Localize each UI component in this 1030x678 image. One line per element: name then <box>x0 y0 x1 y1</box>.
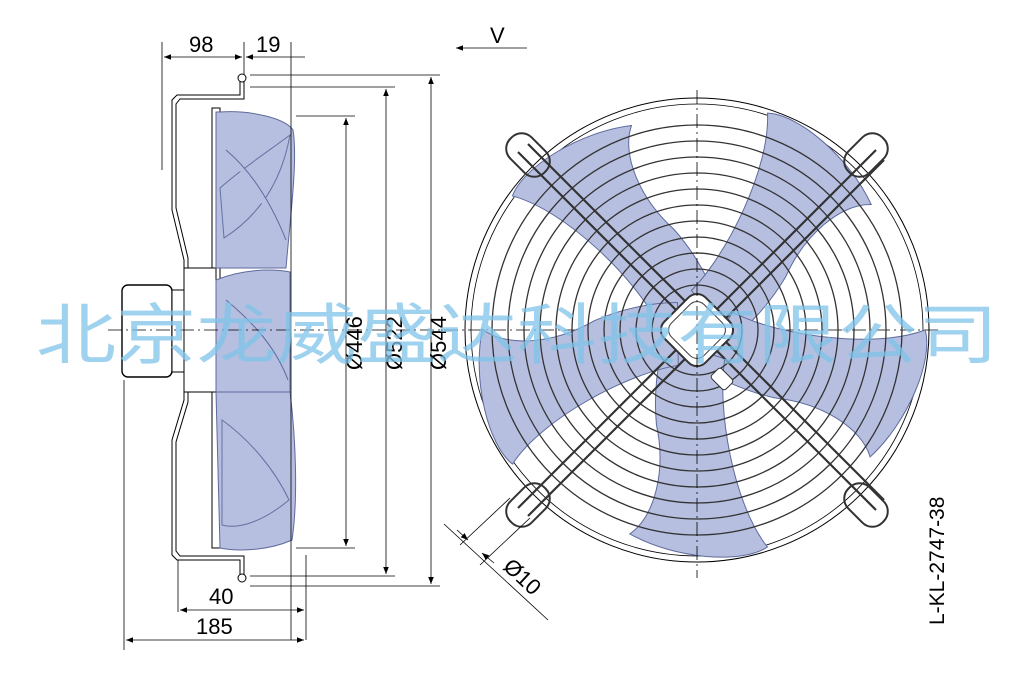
fan-blade <box>628 339 769 558</box>
dim-line-hole <box>456 529 469 541</box>
fan-blade <box>478 302 679 465</box>
front-view: Ø10 <box>443 90 930 621</box>
airflow-label: V <box>490 23 505 48</box>
cable-gland <box>710 367 734 391</box>
drawing-code: L-KL-2747-38 <box>926 497 949 625</box>
bracket-top-right <box>843 132 889 178</box>
bracket-bottom-right <box>843 482 889 528</box>
mount-hole-top <box>237 73 247 83</box>
dim-98-label: 98 <box>189 32 213 57</box>
dim-hole-label: Ø10 <box>499 553 546 600</box>
dim-544-label: Ø544 <box>426 316 451 370</box>
dim-522-label: Ø522 <box>382 316 407 370</box>
dim-446-label: Ø446 <box>342 316 367 370</box>
bracket-top-left <box>505 132 551 178</box>
company-watermark: 北京龙威盛达科技有限公司 <box>36 297 998 374</box>
side-view: 98 19 Ø446 Ø522 Ø544 40 185 V <box>108 23 940 650</box>
dim-40-label: 40 <box>209 584 233 609</box>
bracket-bottom-left <box>505 482 551 528</box>
dim-185-label: 185 <box>196 614 233 639</box>
dim-19-label: 19 <box>256 32 280 57</box>
mount-hole-bottom <box>237 573 247 583</box>
